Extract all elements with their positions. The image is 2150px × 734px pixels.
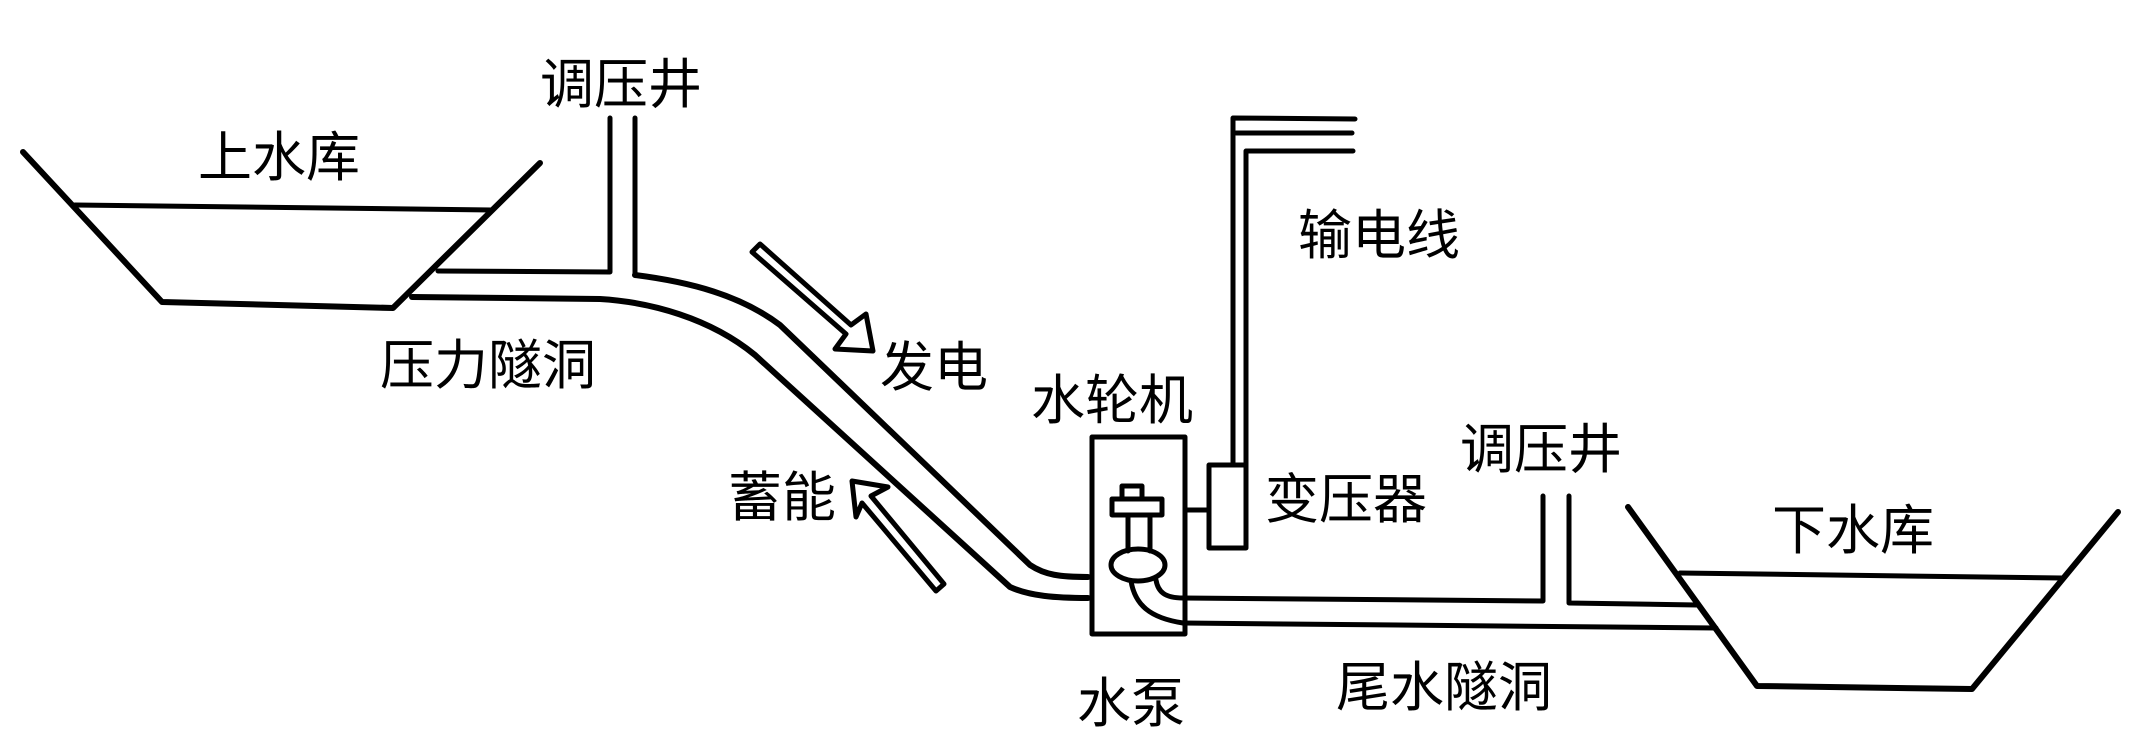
lower-surge-shaft-label: 调压井 bbox=[1460, 418, 1622, 481]
pressure-tunnel-lower-wall bbox=[409, 294, 1091, 601]
transformer-box bbox=[1206, 462, 1249, 551]
generate-label: 发电 bbox=[880, 336, 988, 399]
transformer-label: 变压器 bbox=[1265, 468, 1427, 531]
transformer-group: 变压器 bbox=[1182, 462, 1427, 551]
upper-reservoir-label: 上水库 bbox=[198, 126, 360, 189]
power-line-label: 输电线 bbox=[1298, 204, 1460, 267]
pressure-tunnel: 压力隧洞 bbox=[380, 272, 1091, 601]
store-flow: 蓄能 bbox=[728, 466, 947, 594]
arrow-up-left-icon bbox=[849, 478, 947, 594]
generator-body bbox=[1109, 496, 1165, 518]
turbine-pump-unit: 水轮机 水泵 bbox=[1031, 369, 1193, 734]
lower-reservoir-basin bbox=[1625, 504, 2121, 692]
turbine-shaft bbox=[1125, 512, 1153, 554]
upper-reservoir-basin bbox=[20, 149, 543, 311]
pressure-tunnel-upper-wall bbox=[632, 272, 1091, 580]
pump-label: 水泵 bbox=[1077, 672, 1185, 734]
powerhouse-box bbox=[1089, 434, 1188, 637]
upper-surge-shaft-left-wall bbox=[435, 115, 613, 275]
tail-tunnel-upper-wall-left bbox=[1180, 493, 1546, 604]
draft-tube-inner bbox=[1153, 577, 1186, 601]
lower-reservoir-water-line bbox=[1677, 570, 2065, 581]
tail-tunnel: 尾水隧洞 调压井 bbox=[1180, 418, 1719, 719]
power-line-inner bbox=[1243, 148, 1356, 468]
turbine-label: 水轮机 bbox=[1031, 369, 1193, 432]
generate-flow: 发电 bbox=[749, 241, 988, 399]
draft-tube-outer bbox=[1128, 578, 1186, 626]
upper-reservoir-water-line bbox=[72, 202, 495, 213]
tail-tunnel-lower-wall bbox=[1180, 620, 1719, 631]
lower-reservoir: 下水库 bbox=[1625, 499, 2121, 692]
power-line-outer bbox=[1230, 115, 1358, 468]
arrow-down-right-icon bbox=[749, 241, 876, 354]
runner-housing bbox=[1108, 546, 1168, 584]
store-label: 蓄能 bbox=[728, 466, 836, 529]
pressure-tunnel-label: 压力隧洞 bbox=[380, 334, 596, 397]
upper-surge-shaft-label: 调压井 bbox=[540, 53, 702, 116]
upper-reservoir: 上水库 bbox=[20, 126, 543, 311]
power-line: 输电线 bbox=[1230, 115, 1460, 468]
lower-reservoir-label: 下水库 bbox=[1772, 499, 1934, 562]
tail-tunnel-upper-wall-right bbox=[1566, 493, 1700, 608]
tail-tunnel-label: 尾水隧洞 bbox=[1336, 656, 1552, 719]
upper-surge-shaft: 调压井 bbox=[435, 53, 702, 278]
